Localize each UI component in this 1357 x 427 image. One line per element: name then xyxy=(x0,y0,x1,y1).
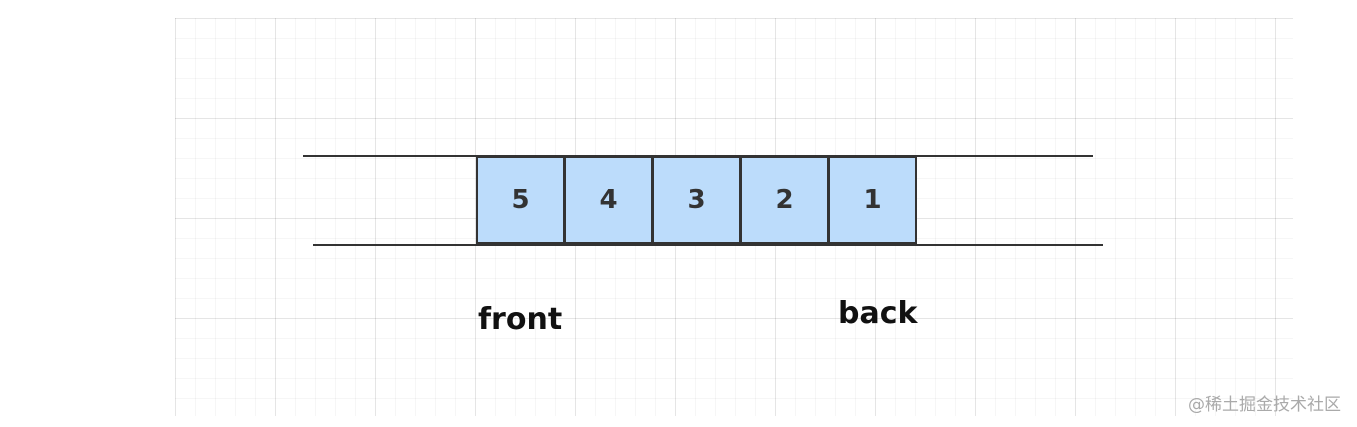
queue-cell: 3 xyxy=(652,156,741,244)
back-label: back xyxy=(838,296,918,331)
queue-cell: 5 xyxy=(476,156,565,244)
queue-bottom-rail xyxy=(313,244,1103,246)
queue-cells: 5 4 3 2 1 xyxy=(476,156,917,244)
queue-cell: 4 xyxy=(564,156,653,244)
queue-cell: 1 xyxy=(828,156,917,244)
watermark: @稀土掘金技术社区 xyxy=(1188,395,1341,415)
front-label: front xyxy=(478,302,563,337)
queue-cell: 2 xyxy=(740,156,829,244)
